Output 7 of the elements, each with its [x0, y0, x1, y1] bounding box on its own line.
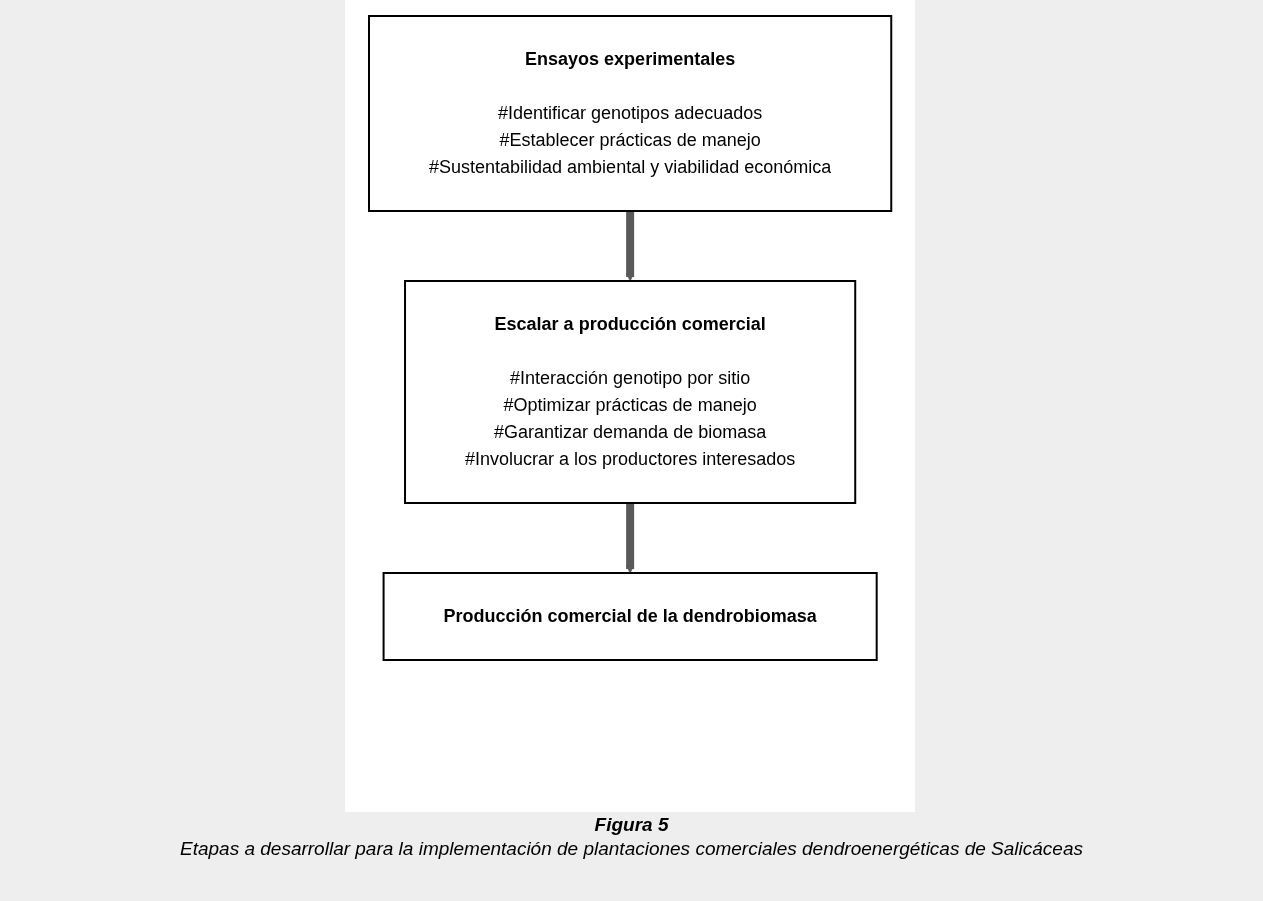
arrow — [625, 211, 635, 282]
node-box: Ensayos experimentales #Identificar genotipos adecuados #Establecer prácticas de manejo #Sustentabilidad ambiental y viabilidad económica — [367, 15, 893, 212]
caption: Etapas a desarrollar para la implementación de plantaciones comerciales dendroenergéticas de Salicáceas — [179, 838, 1084, 860]
figure-number: Figura 5 — [594, 814, 669, 836]
node-box: Producción comercial de la dendrobiomasa — [382, 572, 878, 661]
node-box: Escalar a producción comercial #Interacción genotipo por sitio #Optimizar prácticas de manejo #Garantizar demanda de biomasa #Involucrar a los productores interesados — [403, 280, 857, 504]
arrow — [625, 503, 635, 574]
